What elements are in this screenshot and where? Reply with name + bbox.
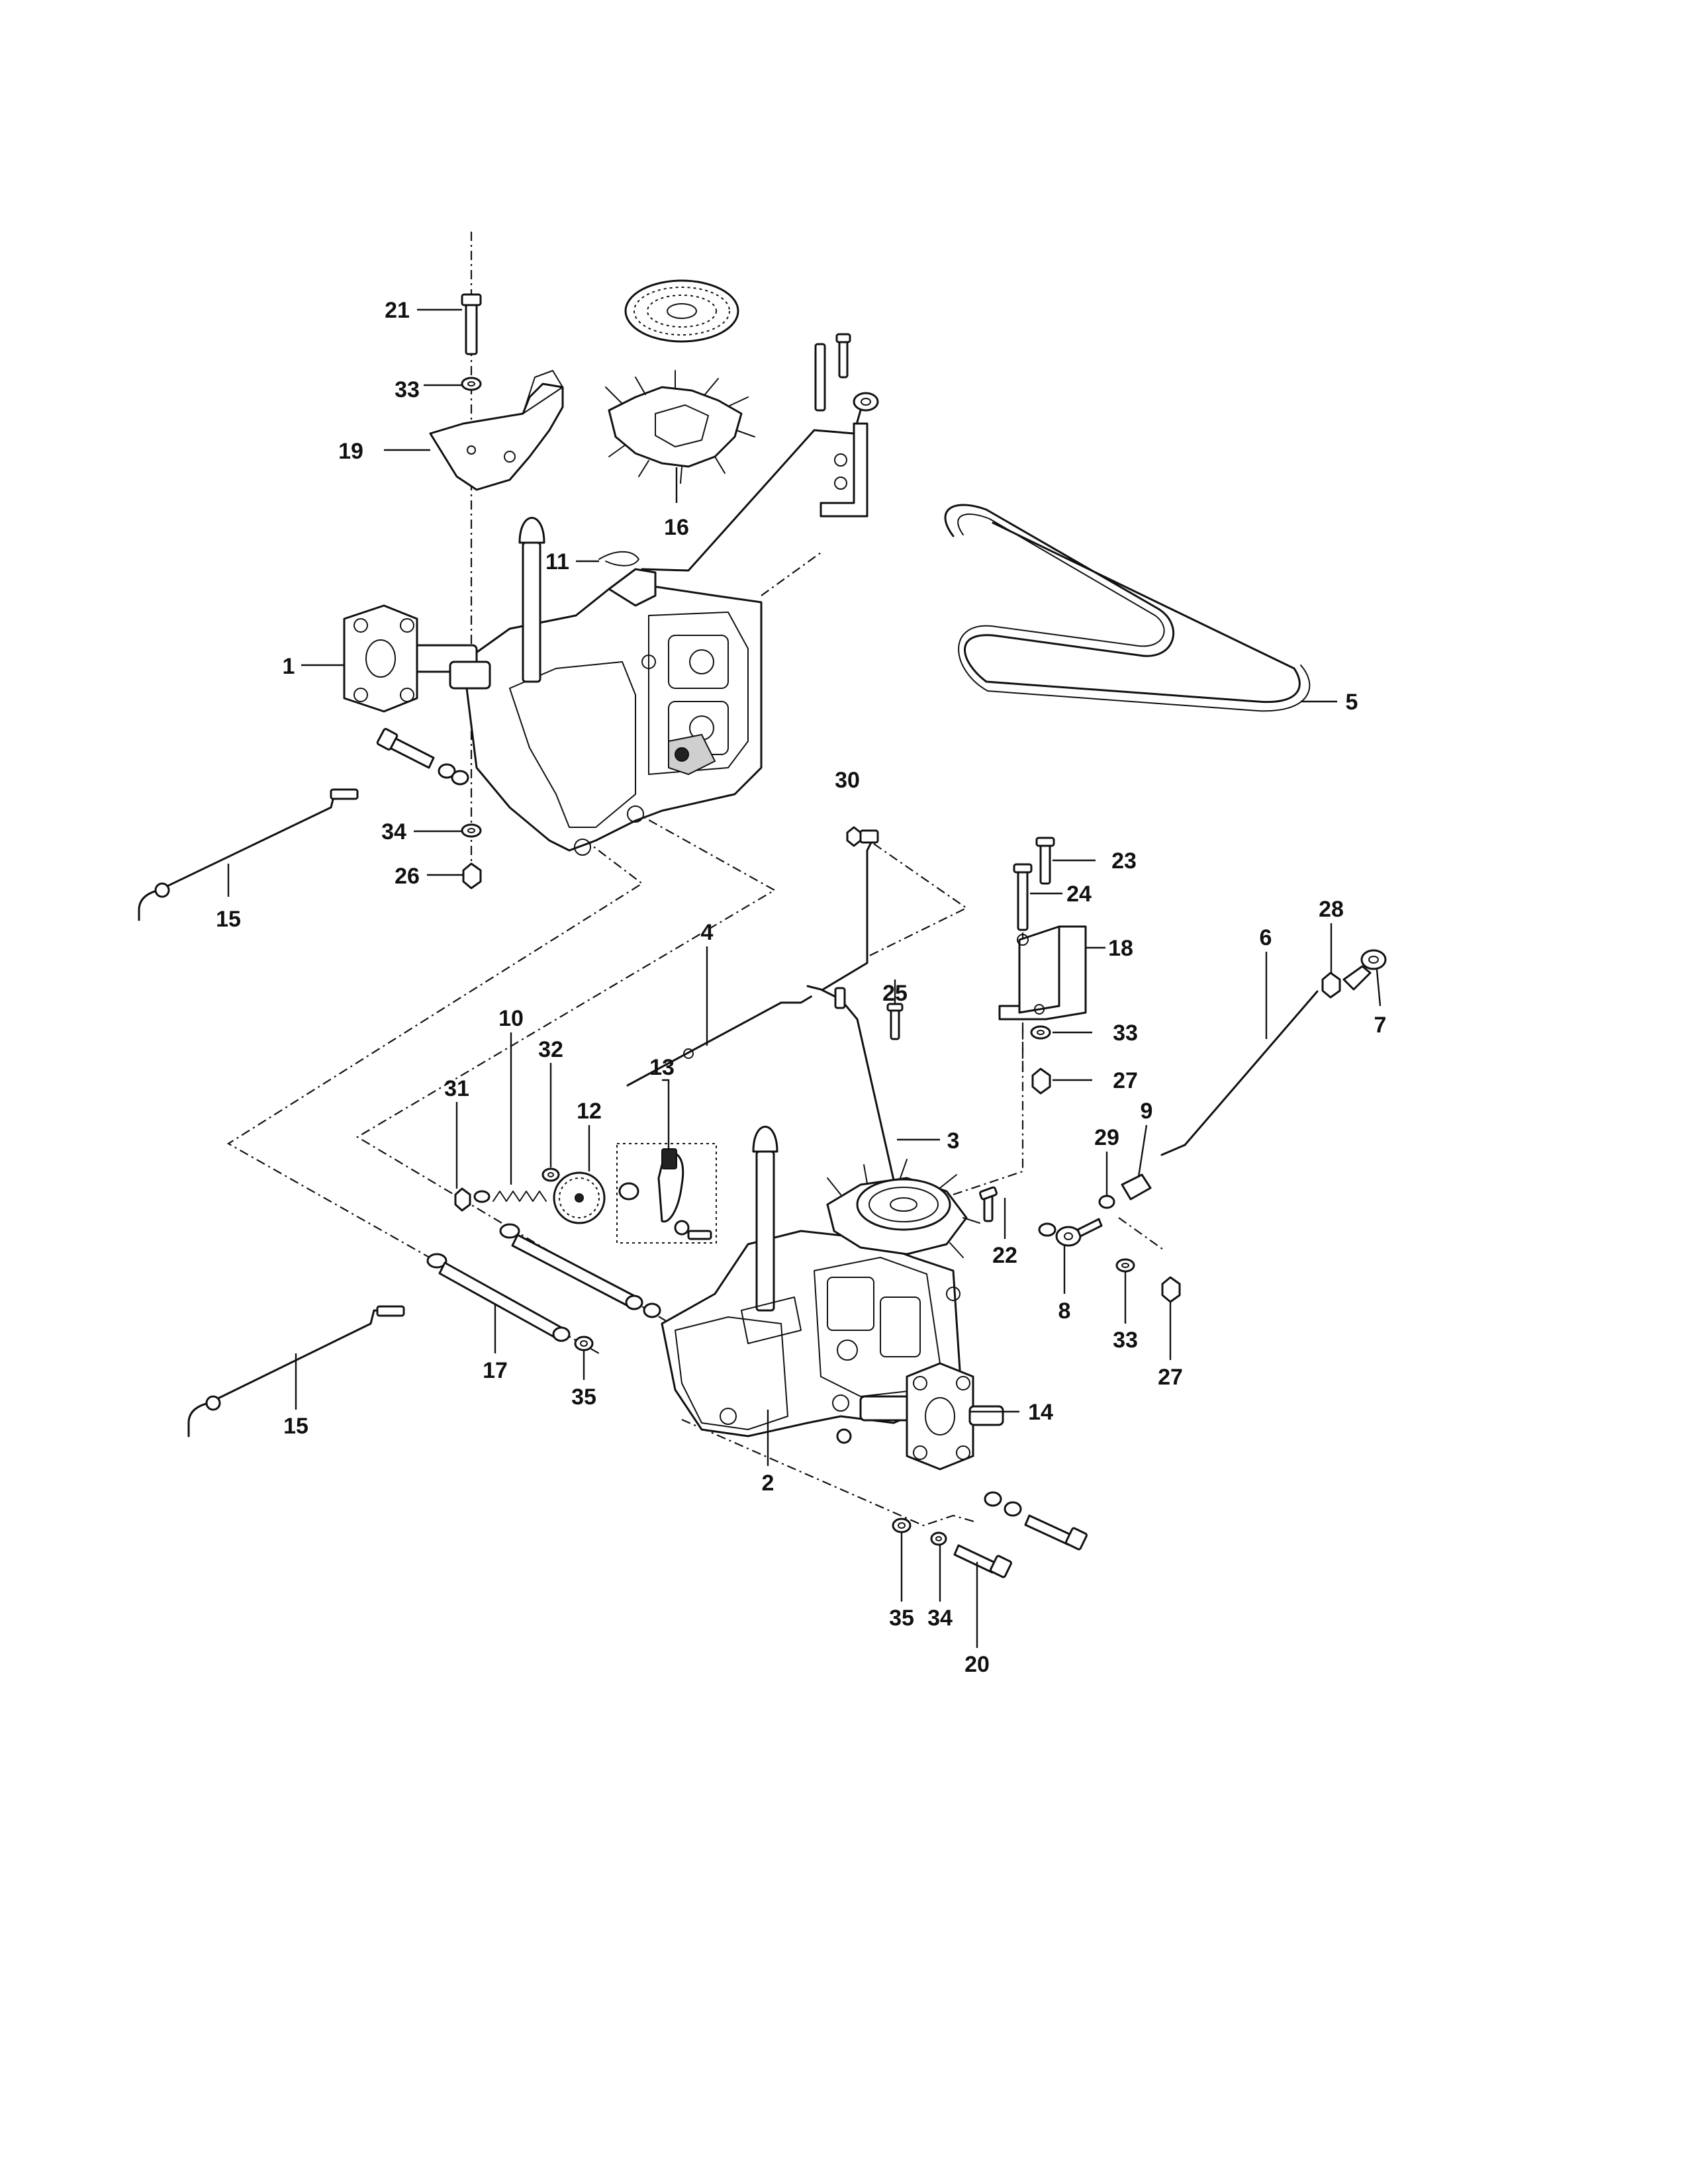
washer-29 [1098,1152,1115,1209]
washer-34-top [414,823,482,838]
nut-31 [454,1102,471,1212]
callout-7: 7 [1374,1013,1387,1038]
callout-33-top: 33 [395,377,420,402]
callout-15-lower: 15 [283,1414,308,1439]
callout-35-bottom: 35 [889,1606,914,1631]
callout-18: 18 [1108,936,1133,961]
callout-4: 4 [701,920,714,945]
callout-12: 12 [577,1099,602,1124]
spacer-9 [1121,1124,1152,1201]
mount-bracket-19 [384,370,564,491]
callout-9: 9 [1141,1099,1153,1124]
callout-14: 14 [1028,1400,1053,1425]
washer-35-bottom [892,1518,912,1602]
pulley-ring-16 [624,279,739,343]
spacer-tube-17 [426,1223,661,1353]
control-rod-15-upper [138,788,359,921]
bolt-21 [417,293,482,355]
callout-23: 23 [1111,848,1137,874]
callout-19: 19 [338,439,363,464]
axle-bolt-right [984,1491,1088,1551]
washer-34-bottom [930,1531,947,1602]
screw-25 [886,979,904,1040]
transaxle-1 [301,517,763,856]
washer-small [473,1190,491,1203]
washer-small-right [1038,1222,1056,1237]
callout-16: 16 [664,515,689,540]
callout-25: 25 [882,981,908,1006]
washer-33-mid [1030,1025,1092,1040]
washer-33-right [1115,1258,1135,1324]
bolt-23 [1035,837,1096,885]
callout-5: 5 [1346,690,1358,715]
callout-6: 6 [1260,925,1272,950]
nut-30 [846,826,862,847]
bolt-22 [979,1186,1006,1239]
control-rod-15-lower [187,1305,405,1437]
callout-15-upper: 15 [216,907,241,932]
callout-13: 13 [649,1055,675,1080]
rod-end-7 [1342,949,1387,1007]
drive-belt-5 [944,504,1337,712]
callout-20: 20 [964,1652,990,1677]
cooling-fan-16 [605,370,755,503]
callout-22: 22 [992,1243,1017,1268]
washer-35-left [574,1336,594,1380]
spring-10 [492,1032,547,1202]
callout-34-bottom: 34 [927,1606,953,1631]
bolt-20 [953,1544,1012,1648]
control-rod-4 [626,829,879,1087]
callout-28: 28 [1319,897,1344,922]
washer-32 [541,1063,560,1182]
bracket-18 [998,925,1105,1021]
callout-35-left: 35 [571,1385,596,1410]
control-rod-6 [1160,952,1319,1156]
gear-12 [553,1125,606,1224]
callout-17: 17 [483,1358,508,1383]
callout-26: 26 [395,864,420,889]
callout-32: 32 [538,1037,563,1062]
callout-24: 24 [1066,882,1092,907]
callout-29: 29 [1094,1125,1119,1150]
nut-27-right [1161,1276,1181,1360]
nut-27-mid [1031,1068,1092,1095]
callout-34-top: 34 [381,819,406,844]
callout-31: 31 [444,1076,469,1101]
callout-2: 2 [762,1471,774,1496]
brake-assembly-13 [616,1079,717,1244]
washer-33-top [424,377,482,391]
transaxle-2 [661,1126,1019,1471]
callout-10: 10 [498,1006,524,1031]
callout-33-mid: 33 [1113,1021,1138,1046]
callout-33-right: 33 [1113,1328,1138,1353]
callout-27-right: 27 [1158,1365,1183,1390]
callout-11: 11 [545,549,569,574]
callout-1: 1 [283,654,295,679]
callout-labels: 21 33 19 16 11 1 5 30 34 26 15 23 24 28 … [216,298,1386,1677]
nut-26 [427,862,482,889]
callout-27-mid: 27 [1113,1068,1138,1093]
left-axle-bolt [376,727,469,786]
callout-8: 8 [1058,1298,1071,1324]
top-control-linkage [641,333,879,572]
bushing-8 [1055,1218,1103,1294]
callout-3: 3 [947,1128,960,1154]
nut-28 [1321,923,1341,999]
bolt-24 [1013,863,1062,931]
link-rod-3 [806,985,940,1196]
callout-21: 21 [385,298,410,323]
callout-30: 30 [835,768,860,793]
clip-11 [576,551,639,567]
